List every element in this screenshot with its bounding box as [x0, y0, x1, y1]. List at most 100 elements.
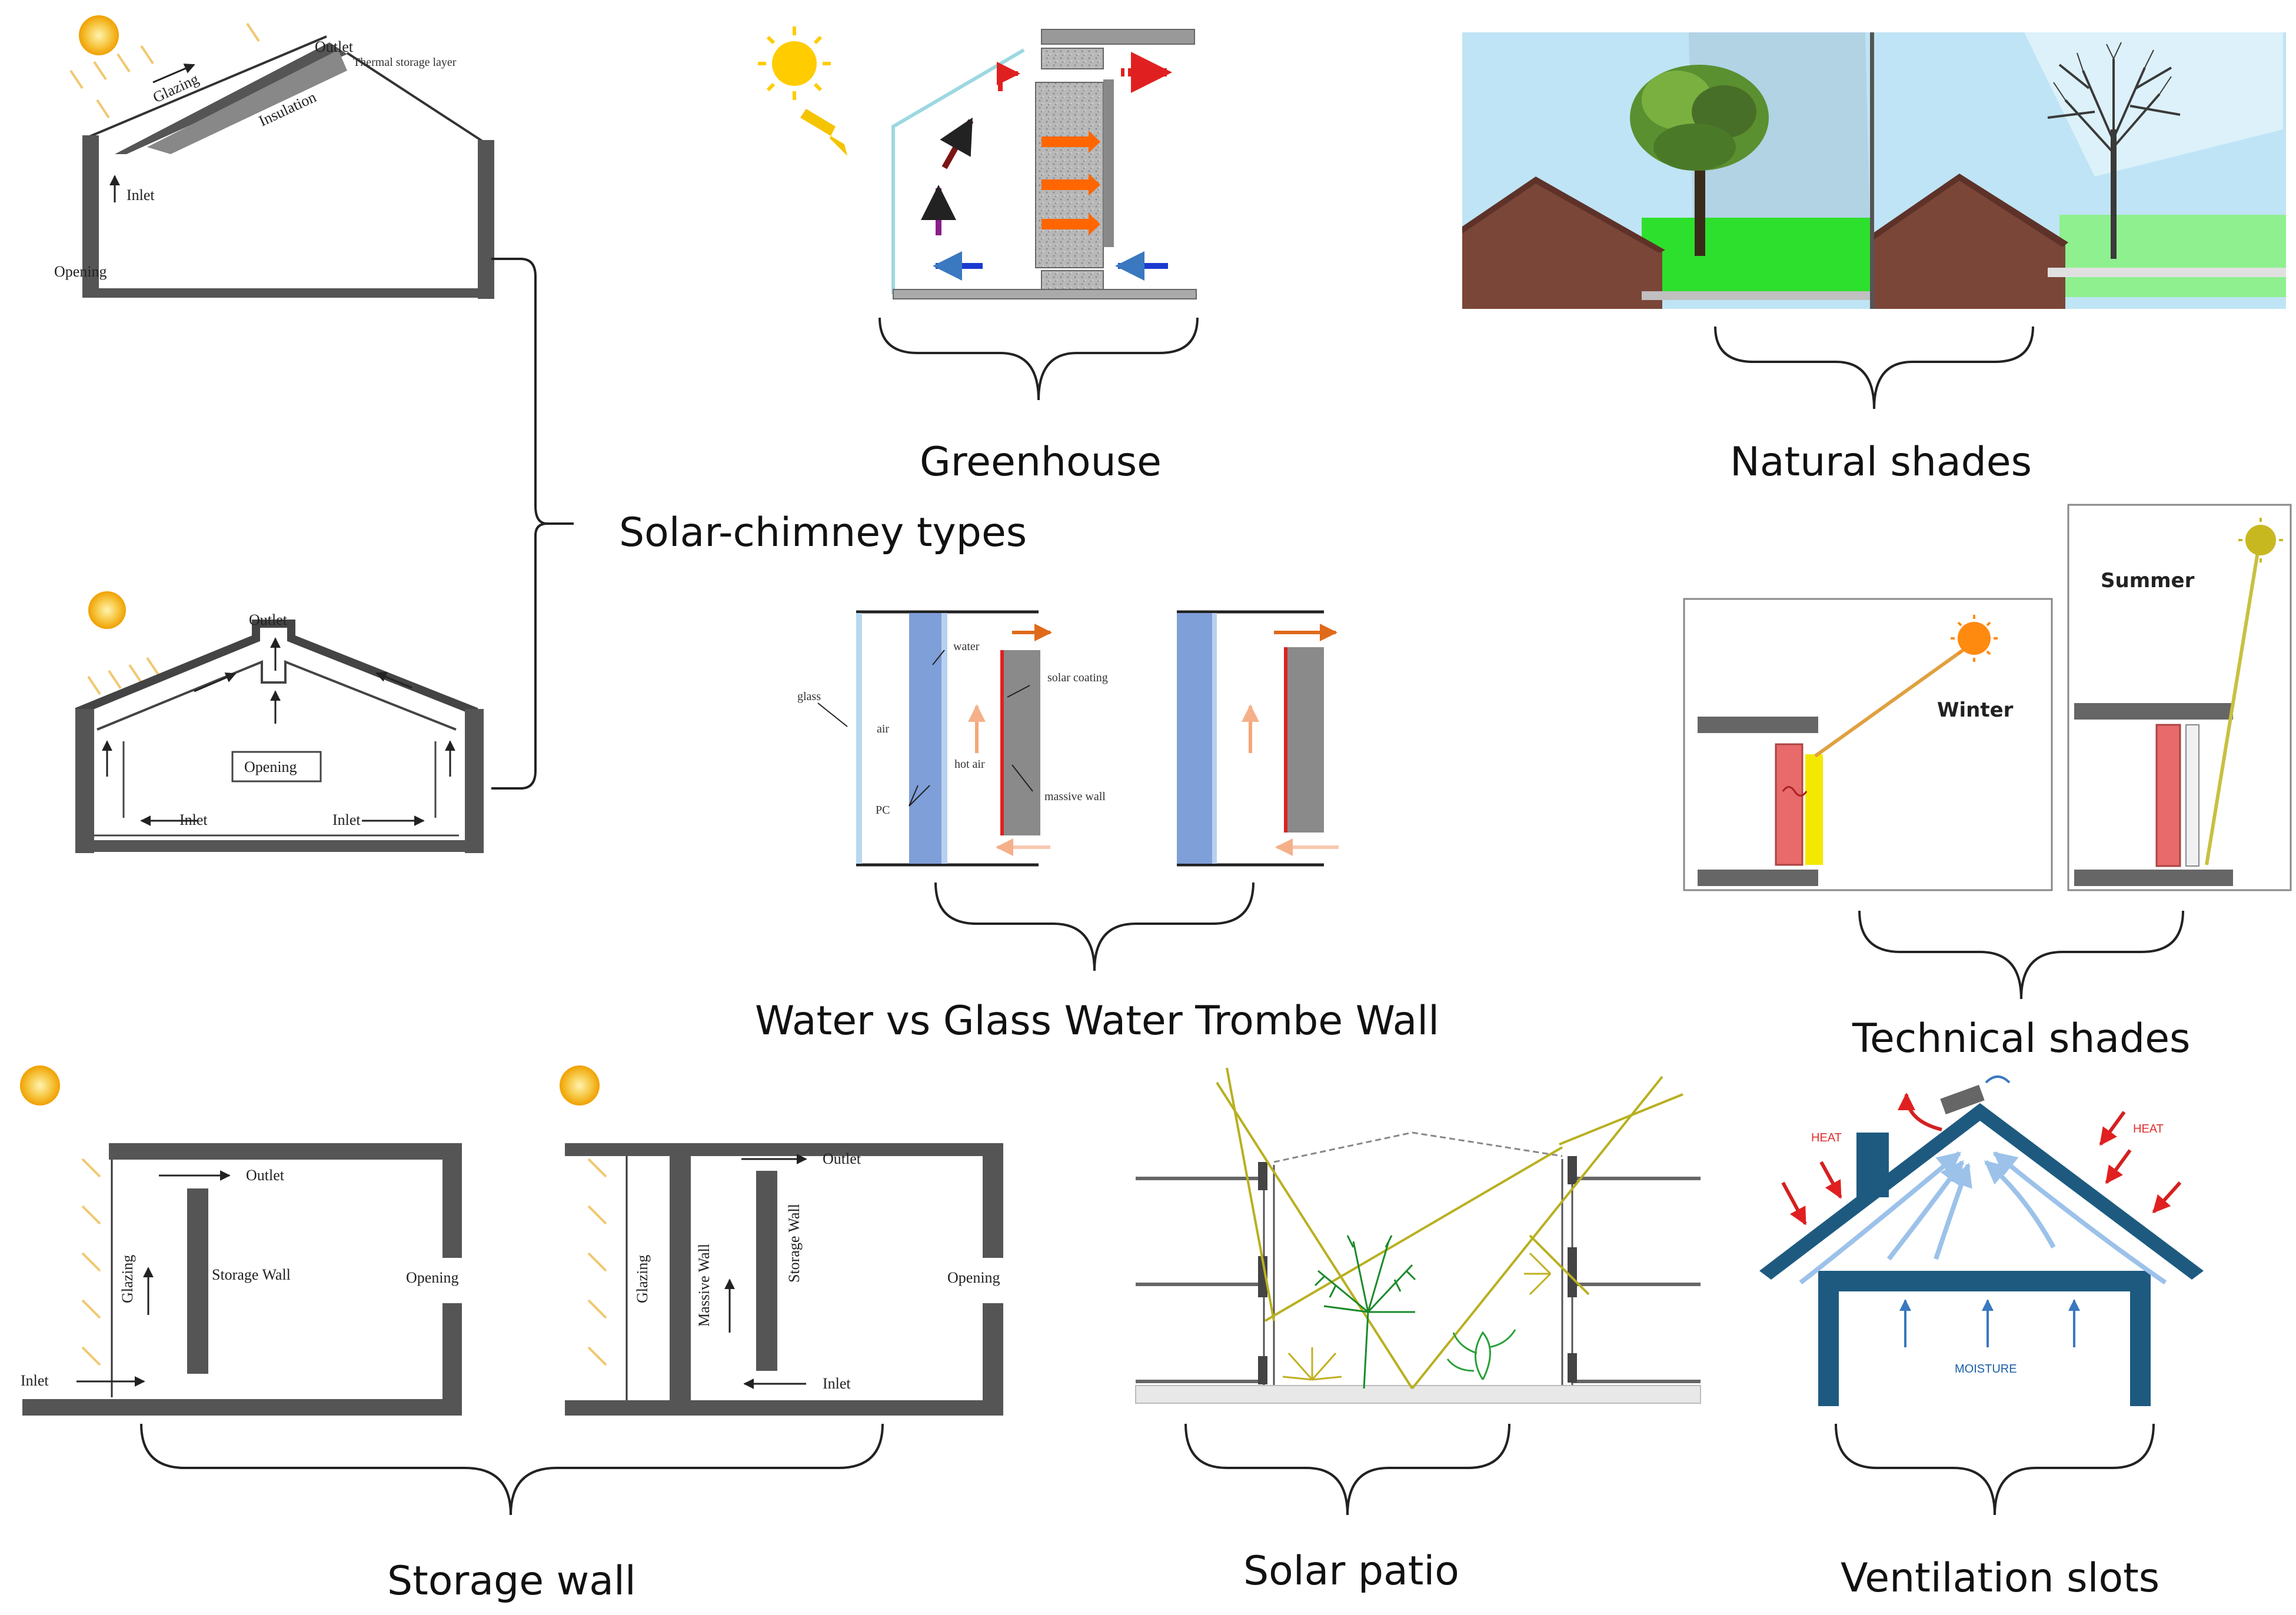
inlet-left-label: Inlet — [179, 811, 208, 828]
wall-right-top — [442, 1143, 462, 1258]
natural-shades-brace — [1714, 326, 2034, 409]
storage-wall-caption: Storage wall — [387, 1558, 636, 1604]
opening-label: Opening — [947, 1269, 1000, 1286]
heat-arrows — [1781, 1093, 2182, 1226]
floor — [75, 840, 484, 852]
summer-label: Summer — [2101, 569, 2195, 592]
ventilation-brace — [1835, 1423, 2155, 1516]
sun-icon — [772, 41, 817, 86]
roof — [565, 1143, 1003, 1156]
water-column — [909, 613, 941, 864]
ventilation-caption: Ventilation slots — [1841, 1555, 2159, 1601]
glass-column — [1177, 613, 1212, 864]
technical-shades-caption: Technical shades — [1852, 1015, 2190, 1062]
massive-wall — [1004, 650, 1040, 835]
solar-chimney-bracket — [491, 258, 574, 790]
opening-label: Opening — [244, 758, 297, 775]
solar-coating — [1000, 650, 1004, 835]
natural-shades-caption: Natural shades — [1730, 439, 2032, 485]
outlet-label: Outlet — [823, 1150, 861, 1167]
wall-right-bottom — [983, 1303, 1003, 1408]
sun-icon — [79, 15, 119, 55]
grass-summer — [1642, 218, 1874, 300]
greenhouse-caption: Greenhouse — [920, 439, 1162, 485]
blind-yellow — [1805, 754, 1823, 865]
chimney-wall-left — [82, 135, 99, 291]
slab-bottom — [1698, 870, 1818, 886]
technical-shades-summer: Summer — [2067, 504, 2292, 891]
storage-wall-diagram-1: Outlet Glazing Storage Wall Opening Inle… — [20, 1065, 462, 1416]
left-building — [1136, 1177, 1265, 1383]
solar-chimney-caption: Solar-chimney types — [619, 510, 1027, 556]
wall-right-bottom — [442, 1303, 462, 1408]
trombe-wall-diagram-2 — [1177, 610, 1339, 867]
storage-wall — [756, 1171, 777, 1371]
pc-label: PC — [876, 804, 890, 817]
greenhouse-glazing — [891, 48, 1025, 294]
solar-chimney-diagram-2: Outlet Opening Inlet Inlet — [75, 591, 484, 853]
ground-slab — [893, 289, 1197, 299]
moisture-arrows — [1899, 1299, 2080, 1347]
chimney-floor — [82, 288, 494, 298]
wall-right-top — [983, 1143, 1003, 1258]
house-summer — [1462, 179, 1662, 309]
floor — [22, 1399, 462, 1416]
opening-label: Opening — [406, 1269, 459, 1286]
outlet-label: Outlet — [246, 1167, 285, 1184]
technical-shades-winter: Winter — [1683, 598, 2053, 891]
tree-summer — [1630, 65, 1769, 256]
wall-right — [465, 709, 484, 853]
hot-air-label: hot air — [954, 758, 985, 771]
house-frame — [1818, 1271, 2151, 1406]
sun-icon — [2245, 525, 2276, 555]
glass-pane — [856, 613, 862, 864]
trombe-caption: Water vs Glass Water Trombe Wall — [755, 998, 1439, 1044]
sun-icon — [88, 591, 126, 629]
solar-patio-caption: Solar patio — [1243, 1548, 1459, 1594]
sun-rays — [1216, 1067, 1683, 1390]
technical-shades-brace — [1858, 910, 2184, 1000]
greenhouse-brace — [879, 317, 1199, 401]
inlet-label: Inlet — [823, 1375, 851, 1392]
plant-tall — [1314, 1235, 1416, 1389]
inlet-label: Inlet — [127, 187, 155, 204]
massive-wall — [670, 1143, 691, 1402]
natural-shades-image — [1462, 32, 2286, 309]
sun-rays — [69, 22, 260, 119]
sun-ray — [1814, 642, 1972, 758]
roof-outer — [75, 620, 478, 716]
window-frame — [2155, 724, 2181, 867]
chimney — [1856, 1133, 1889, 1197]
glass-roof — [1273, 1131, 1563, 1163]
solar-chimney-diagram-1: Outlet Thermal storage layer Glazing Ins… — [54, 15, 494, 299]
air-label: air — [877, 722, 889, 735]
window-frame — [1775, 743, 1803, 866]
thermal-storage-layer — [147, 50, 347, 154]
sun-ray — [2205, 541, 2261, 865]
floor — [565, 1400, 1003, 1416]
inlet-label: Inlet — [21, 1372, 49, 1389]
glass-label: glass — [797, 690, 821, 703]
tree-winter — [2047, 42, 2181, 259]
inlet-right-label: Inlet — [332, 811, 361, 828]
thermal-wall — [1035, 82, 1104, 268]
winter-label: Winter — [1937, 698, 2014, 722]
trombe-wall-diagram-1: glass air water solar coating hot air PC… — [797, 610, 1108, 867]
thermal-storage-label: Thermal storage layer — [353, 56, 457, 69]
solar-coating-label: solar coating — [1047, 671, 1108, 684]
moisture-label: MOISTURE — [1955, 1363, 2017, 1376]
plant-small — [1446, 1329, 1516, 1380]
slab-top — [2074, 703, 2233, 720]
wall-left — [75, 709, 94, 853]
air-flow-arrows — [1799, 1151, 2167, 1285]
airflow-arrows — [921, 52, 1172, 281]
opening-label: Opening — [54, 263, 107, 280]
house-winter — [1874, 177, 2065, 309]
roof-collector — [115, 42, 347, 154]
roof — [109, 1143, 462, 1160]
glazing-label: Glazing — [634, 1255, 651, 1303]
sunburst — [1282, 1252, 1552, 1381]
outlet-label: Outlet — [249, 611, 288, 628]
heat-arrows — [1041, 131, 1100, 235]
